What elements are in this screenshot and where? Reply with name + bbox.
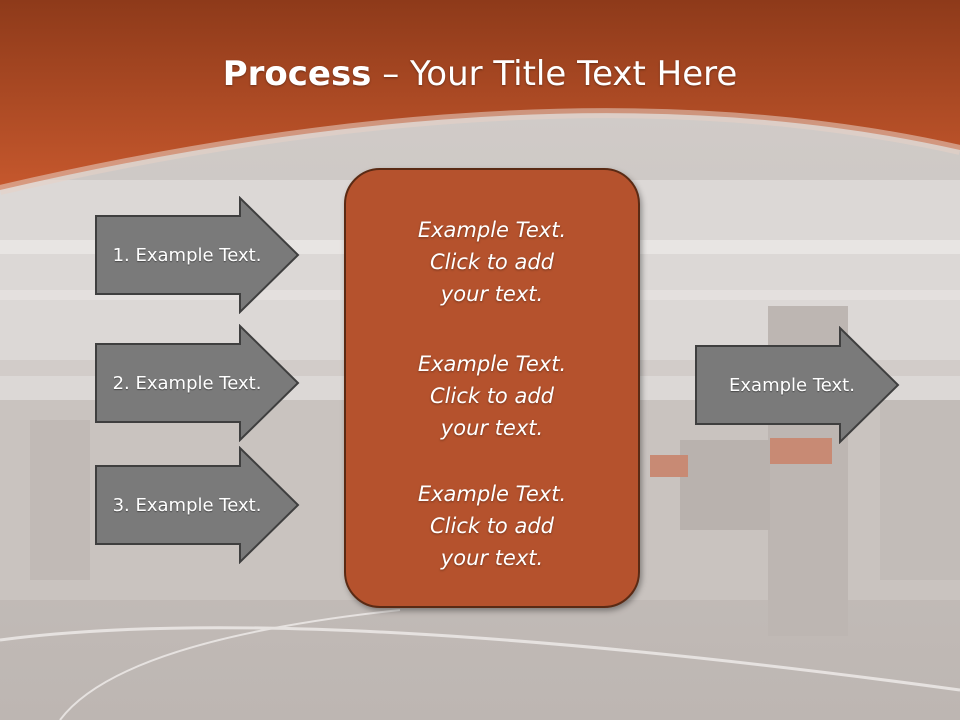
block-line: Click to add <box>429 514 554 538</box>
block-line: Click to add <box>429 384 554 408</box>
arrow-right-icon <box>95 324 300 442</box>
arrow-right-icon <box>695 326 900 444</box>
block-line: Example Text. <box>417 352 567 376</box>
arrow-label: 2. Example Text. <box>112 372 262 394</box>
title-rest: – Your Title Text Here <box>371 54 738 94</box>
block-line: Click to add <box>429 250 554 274</box>
arrow-label: 3. Example Text. <box>112 494 262 516</box>
left-arrow-1[interactable]: 1. Example Text. <box>94 196 300 314</box>
text-block-2[interactable]: Example Text. Click to add your text. <box>346 348 638 444</box>
center-text-box[interactable]: Example Text. Click to add your text. Ex… <box>344 168 640 608</box>
left-arrow-3[interactable]: 3. Example Text. <box>94 446 300 564</box>
title-bold: Process <box>222 54 372 94</box>
block-line: your text. <box>440 282 544 306</box>
right-arrow[interactable]: Example Text. <box>694 326 900 444</box>
block-line: your text. <box>440 416 544 440</box>
block-line: Example Text. <box>417 482 567 506</box>
arrow-right-icon <box>95 446 300 564</box>
arrow-label: 1. Example Text. <box>112 244 262 266</box>
arrow-label: Example Text. <box>729 374 855 396</box>
text-block-3[interactable]: Example Text. Click to add your text. <box>346 478 638 574</box>
arrow-right-icon <box>95 196 300 314</box>
left-arrow-2[interactable]: 2. Example Text. <box>94 324 300 442</box>
block-line: your text. <box>440 546 544 570</box>
block-line: Example Text. <box>417 218 567 242</box>
slide-title: Process – Your Title Text Here <box>0 52 960 96</box>
text-block-1[interactable]: Example Text. Click to add your text. <box>346 214 638 310</box>
